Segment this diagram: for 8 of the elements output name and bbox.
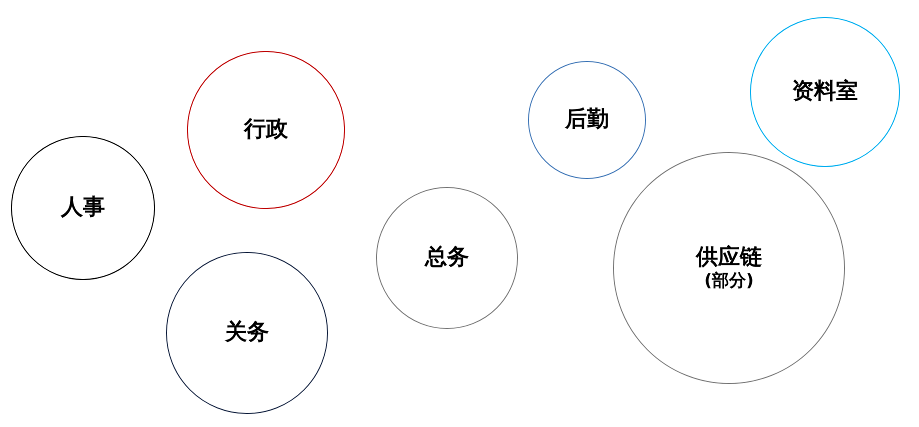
circle-label: 行政: [244, 116, 288, 144]
circle-label: 总务: [425, 244, 469, 272]
circle-label: 资料室: [792, 78, 858, 106]
circle-label: 供应链: [696, 244, 762, 271]
circle-label: 后勤: [565, 106, 609, 134]
circle-label: 关务: [225, 320, 269, 346]
circle-sublabel: (部分): [704, 271, 754, 292]
circle-label: 人事: [61, 194, 105, 222]
